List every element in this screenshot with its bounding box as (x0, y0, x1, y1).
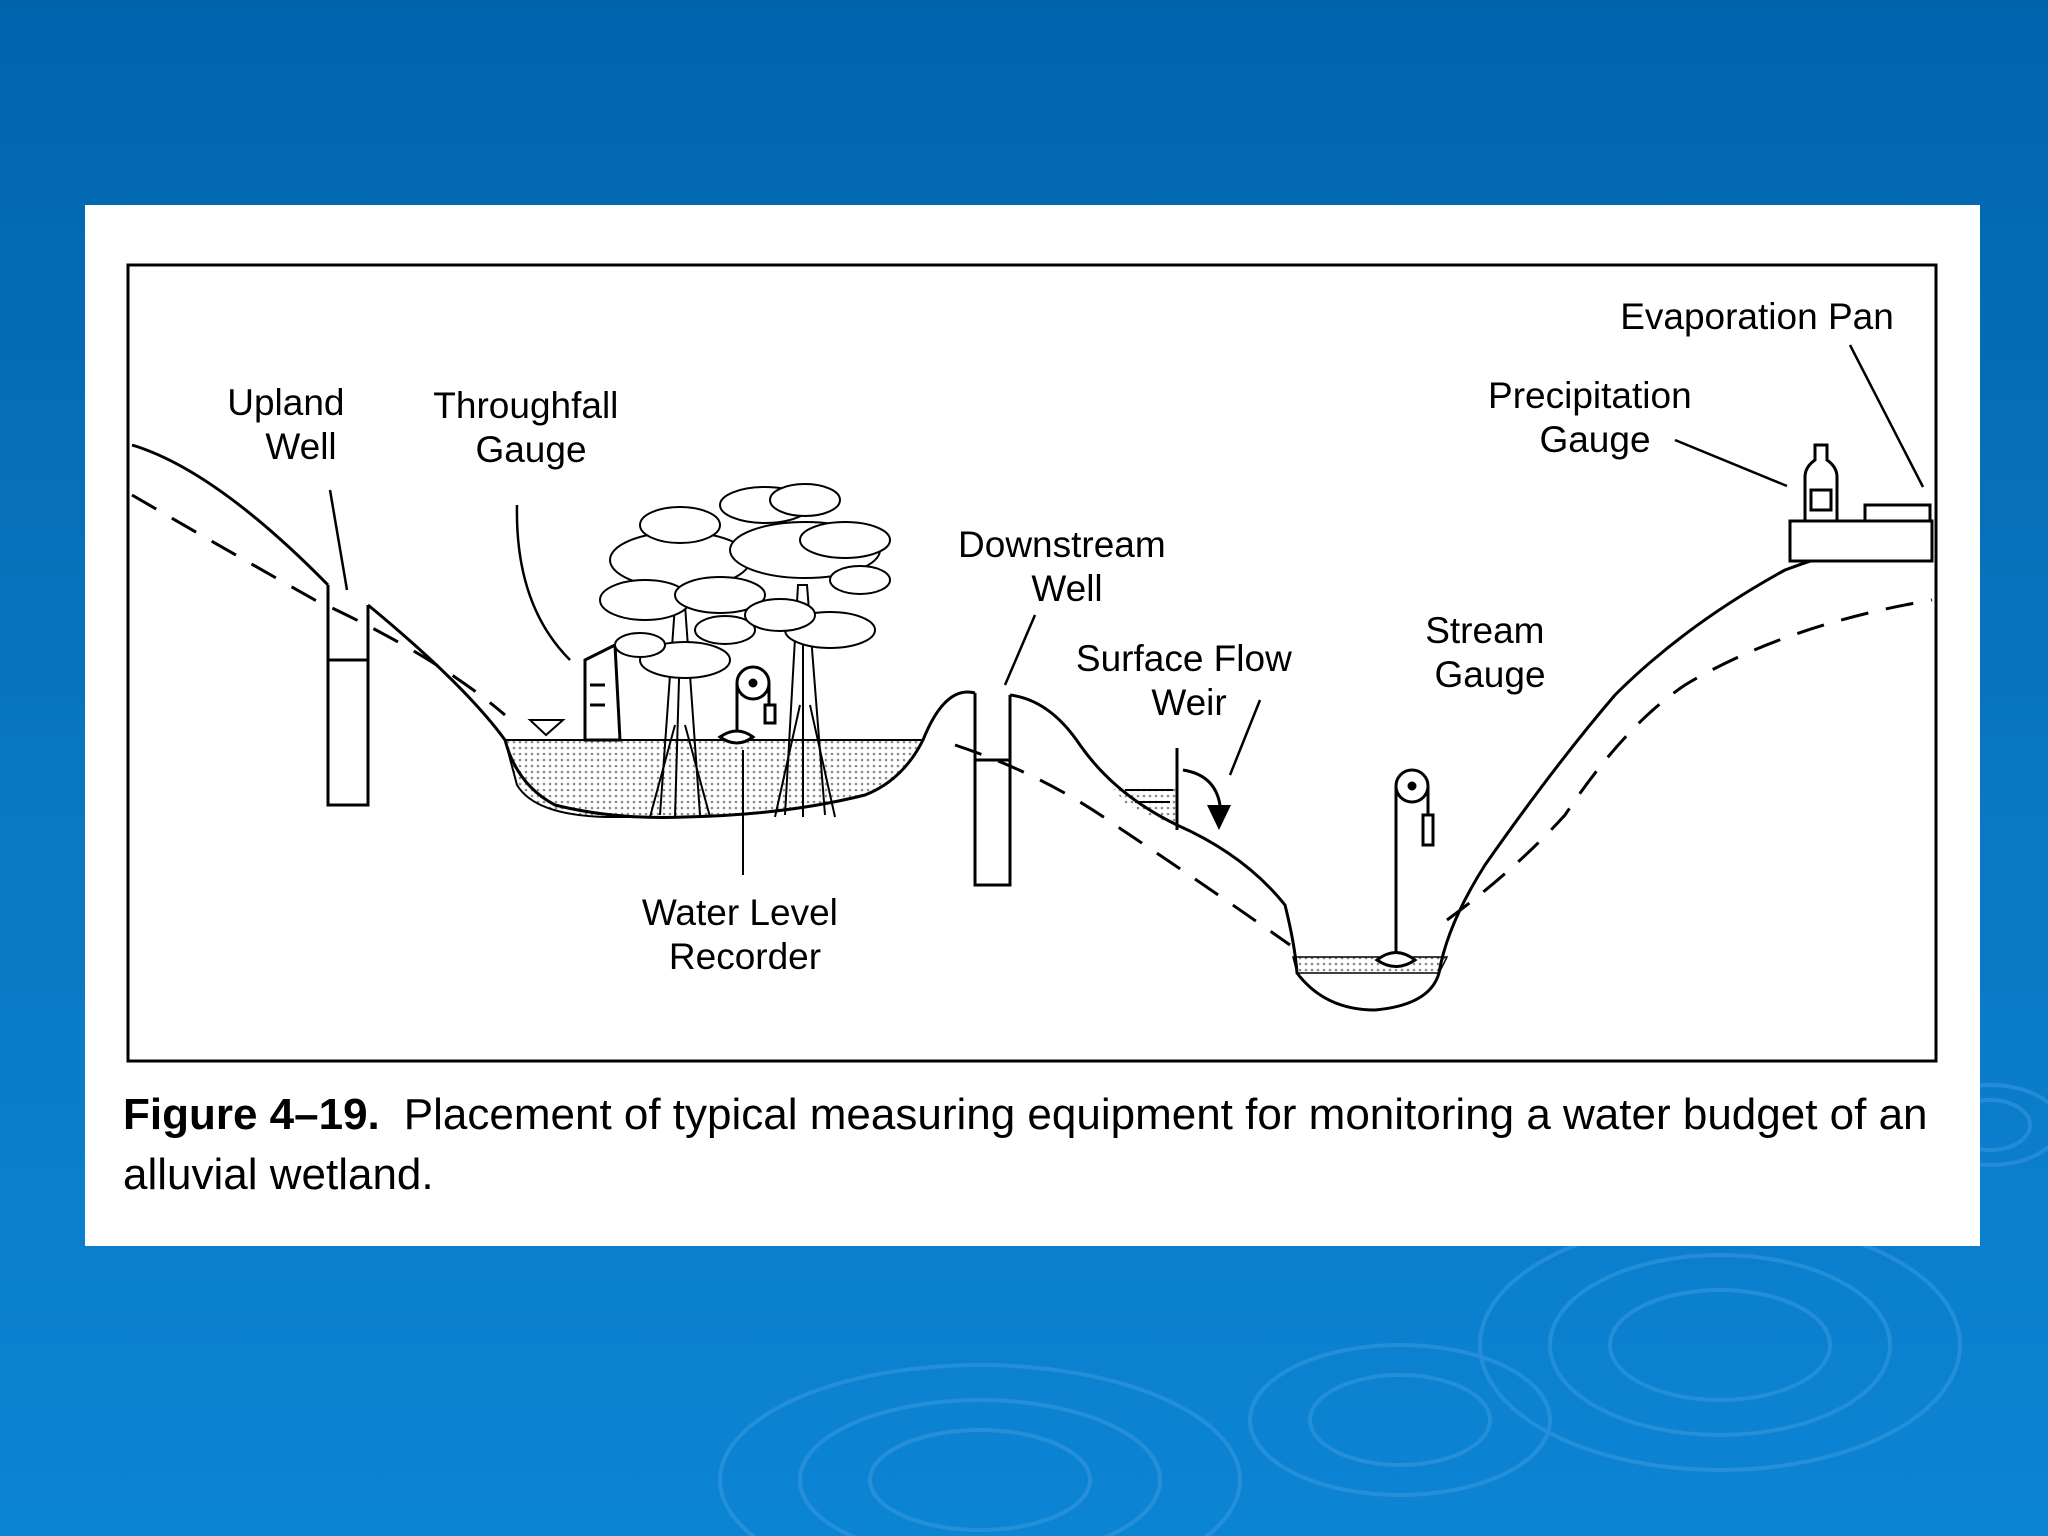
ground-surface-line (131, 443, 1933, 1012)
water-surface-marker (527, 719, 566, 737)
wetland-cross-section-diagram: Upland Well Throughfall Gauge Downstream… (126, 263, 1938, 1063)
diagram-border (126, 263, 1938, 1063)
label-upland-well: Upland Well (227, 382, 355, 467)
label-precipitation-gauge: Precipitation Gauge (1488, 375, 1702, 460)
label-leader-lines (328, 344, 1925, 776)
throughfall-gauge (583, 642, 622, 742)
label-surface-flow-weir: Surface Flow Weir (1076, 638, 1302, 723)
label-downstream-well: Downstream Well (958, 524, 1176, 609)
wetland-water (503, 739, 925, 818)
label-evaporation-pan: Evaporation Pan (1620, 296, 1894, 337)
upland-well (326, 585, 370, 807)
figure-number: Figure 4–19. (123, 1090, 380, 1139)
stream-gauge (1374, 768, 1435, 968)
stream-water (1292, 956, 1449, 974)
label-water-level-recorder: Water Level Recorder (642, 892, 848, 977)
instrument-platform (1788, 519, 1934, 563)
surface-flow-weir (1125, 748, 1222, 830)
evaporation-pan (1863, 503, 1932, 523)
cypress-tree-right (719, 483, 891, 818)
downstream-well (973, 693, 1012, 887)
figure-caption-text: Placement of typical measuring equipment… (123, 1090, 1928, 1199)
water-level-recorder (717, 665, 777, 875)
label-throughfall-gauge: Throughfall Gauge (433, 385, 628, 470)
label-stream-gauge: Stream Gauge (1425, 610, 1555, 695)
figure-caption: Figure 4–19.Placement of typical measuri… (123, 1085, 1953, 1205)
precipitation-gauge (1803, 443, 1839, 523)
cypress-tree-left (599, 506, 766, 818)
flow-arrow-icon (1207, 805, 1231, 830)
figure-panel: Upland Well Throughfall Gauge Downstream… (85, 205, 1980, 1246)
